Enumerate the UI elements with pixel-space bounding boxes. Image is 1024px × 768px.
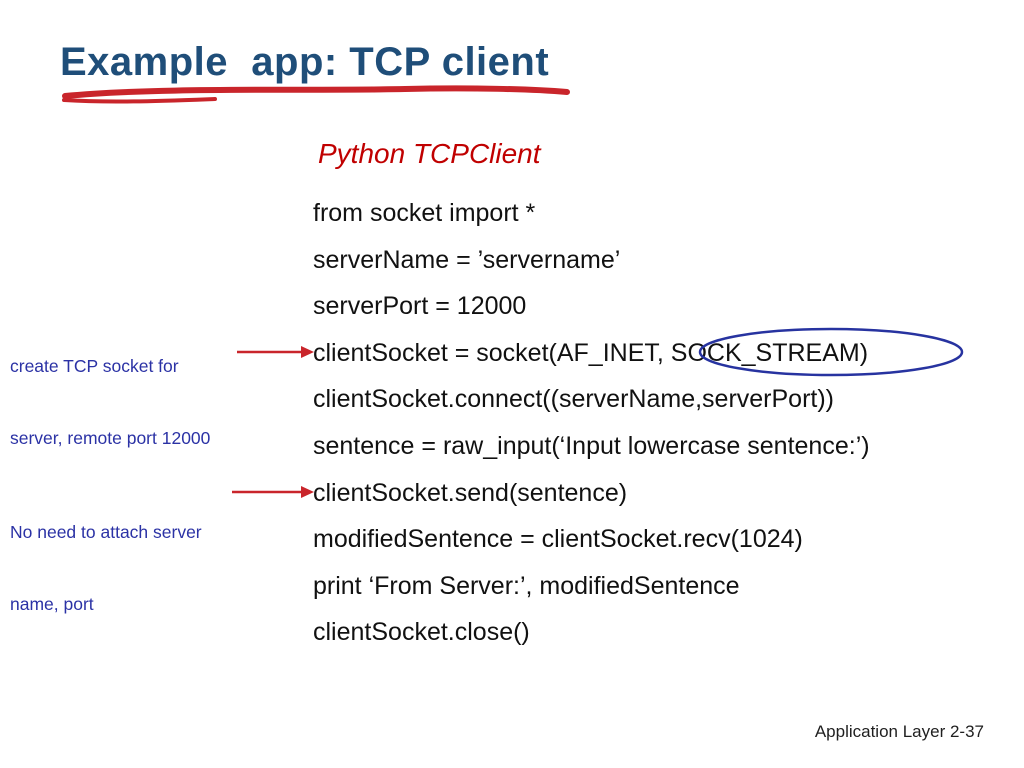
footer-page-label: Application Layer 2-37 (814, 722, 984, 741)
code-line: clientSocket.close() (313, 618, 530, 647)
annotation-line: No need to attach server (10, 522, 202, 542)
code-line: serverName = ’servername’ (313, 245, 621, 274)
code-line: serverPort = 12000 (313, 292, 527, 321)
code-line: print ‘From Server:’, modifiedSentence (313, 571, 740, 600)
annotation-line: server, remote port 12000 (10, 428, 211, 448)
code-line: clientSocket.connect((serverName,serverP… (313, 385, 834, 414)
annotation-no-attach: No need to attach server name, port (10, 472, 202, 664)
code-line: clientSocket = socket(AF_INET, SOCK_STRE… (313, 338, 869, 367)
slide-title: Example app: TCP client (60, 40, 550, 84)
annotation-line: name, port (10, 594, 94, 614)
annotation-create-socket: create TCP socket for server, remote por… (10, 306, 210, 498)
title-underline (62, 85, 570, 99)
code-line: modifiedSentence = clientSocket.recv(102… (313, 525, 803, 554)
code-heading: Python TCPClient (318, 138, 541, 169)
title-underline-stroke2 (62, 97, 217, 104)
code-line: sentence = raw_input(‘Input lowercase se… (313, 431, 870, 460)
annotation-line: create TCP socket for (10, 356, 179, 376)
code-block: from socket import * serverName = ’serve… (313, 190, 870, 656)
code-line: from socket import * (313, 199, 536, 227)
code-line: clientSocket.send(sentence) (313, 478, 628, 507)
